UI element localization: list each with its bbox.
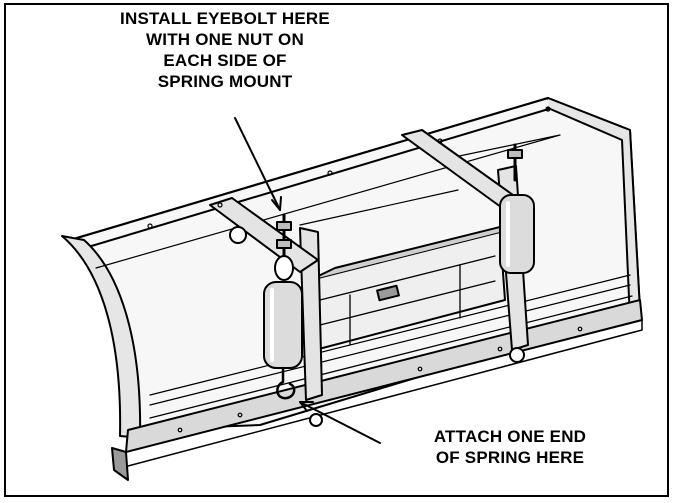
blade-panel-lines bbox=[95, 134, 561, 269]
lower-rib-2 bbox=[149, 295, 633, 419]
leader-arrow-eyebolt bbox=[271, 196, 282, 211]
callout-line: OF SPRING HERE bbox=[435, 448, 585, 467]
callout-line: ATTACH ONE END bbox=[433, 427, 587, 446]
center-frame-detail bbox=[319, 255, 496, 346]
top-bolt-holes bbox=[147, 106, 551, 229]
cutting-edge-base bbox=[111, 447, 129, 481]
left-lower-bolt bbox=[309, 413, 323, 427]
left-eyebolt-nut-bottom bbox=[276, 239, 292, 249]
leader-arrow-spring bbox=[299, 401, 314, 412]
right-pivot bbox=[509, 347, 525, 363]
callout-install-eyebolt: INSTALL EYEBOLT HERE WITH ONE NUT ON EAC… bbox=[60, 8, 390, 92]
leader-line-spring bbox=[299, 401, 381, 444]
left-diagonal-arm bbox=[209, 197, 319, 273]
leader-line-eyebolt bbox=[234, 117, 281, 211]
left-spring bbox=[263, 281, 303, 369]
callout-attach-spring: ATTACH ONE END OF SPRING HERE bbox=[390, 426, 630, 468]
left-upright bbox=[299, 227, 323, 401]
edge-bolt-holes bbox=[177, 326, 583, 433]
left-spring-hook bbox=[276, 366, 296, 400]
center-mount-plate bbox=[376, 284, 400, 302]
left-eyebolt-nut-top bbox=[276, 221, 292, 231]
callout-line: EACH SIDE OF bbox=[163, 51, 287, 70]
left-pivot bbox=[229, 226, 247, 244]
callout-line: SPRING MOUNT bbox=[157, 72, 293, 91]
right-spring bbox=[499, 194, 535, 274]
callout-line: WITH ONE NUT ON bbox=[146, 30, 304, 49]
callout-line: INSTALL EYEBOLT HERE bbox=[120, 9, 330, 28]
left-eyebolt-eye bbox=[274, 255, 294, 281]
right-eyebolt-nut bbox=[507, 149, 523, 159]
cutting-edge-strip bbox=[125, 319, 643, 467]
lower-rib-1 bbox=[149, 274, 631, 406]
